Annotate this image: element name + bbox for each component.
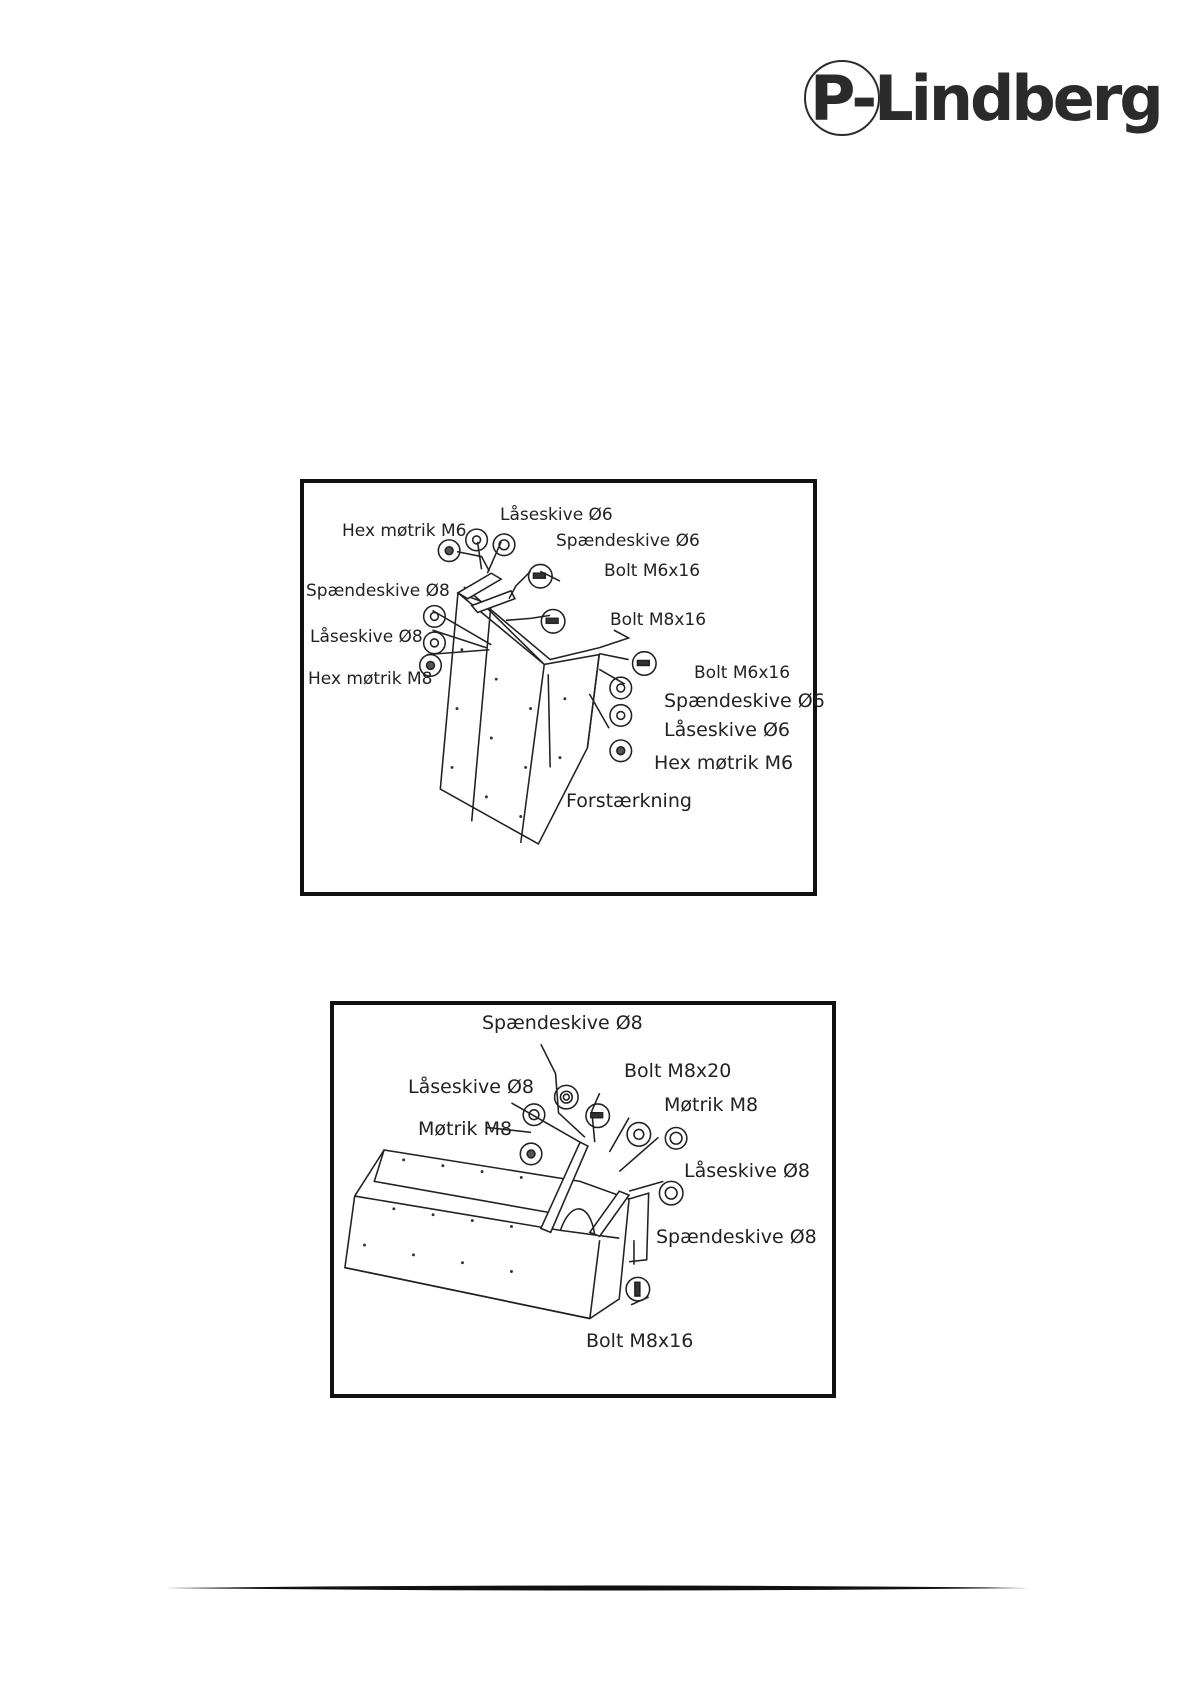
label-spaendeskive-o8: Spændeskive Ø8: [306, 581, 450, 601]
label-hex-motrik-m6-top: Hex møtrik M6: [342, 521, 466, 541]
assembly-figure-1: Hex møtrik M6 Låseskive Ø6 Spændeskive Ø…: [300, 479, 817, 896]
label-motrik-m8-right: Møtrik M8: [664, 1095, 758, 1115]
label-bolt-m8x20: Bolt M8x20: [624, 1061, 731, 1081]
label-bolt-m8x16: Bolt M8x16: [586, 1331, 693, 1351]
label-laaseskive-o8-right: Låseskive Ø8: [684, 1161, 810, 1181]
label-spaendeskive-o8-right: Spændeskive Ø8: [656, 1227, 817, 1247]
label-hex-motrik-m8: Hex møtrik M8: [308, 669, 432, 689]
label-forstaerkning: Forstærkning: [566, 791, 692, 811]
brand-logo: P-Lindberg: [800, 58, 1100, 142]
figure-2-drawing: [334, 1005, 832, 1394]
label-hex-motrik-m6-right: Hex møtrik M6: [654, 753, 793, 773]
label-laaseskive-o6-top: Låseskive Ø6: [500, 505, 613, 525]
label-bolt-m6x16-top: Bolt M6x16: [604, 561, 700, 581]
label-motrik-m8-left: Møtrik M8: [418, 1119, 512, 1139]
assembly-figure-2: Spændeskive Ø8 Bolt M8x20 Låseskive Ø8 M…: [330, 1001, 836, 1398]
label-spaendeskive-o8-top: Spændeskive Ø8: [482, 1013, 643, 1033]
label-spaendeskive-o6-right: Spændeskive Ø6: [664, 691, 825, 711]
label-laaseskive-o6-right: Låseskive Ø6: [664, 720, 790, 740]
label-laaseskive-o8: Låseskive Ø8: [310, 627, 423, 647]
label-laaseskive-o8-left: Låseskive Ø8: [408, 1077, 534, 1097]
logo-text: P-Lindberg: [810, 64, 1161, 134]
label-bolt-m8x16: Bolt M8x16: [610, 610, 706, 630]
label-spaendeskive-o6-top: Spændeskive Ø6: [556, 531, 700, 551]
footer-rule: [165, 1578, 1029, 1588]
label-bolt-m6x16-right: Bolt M6x16: [694, 663, 790, 683]
